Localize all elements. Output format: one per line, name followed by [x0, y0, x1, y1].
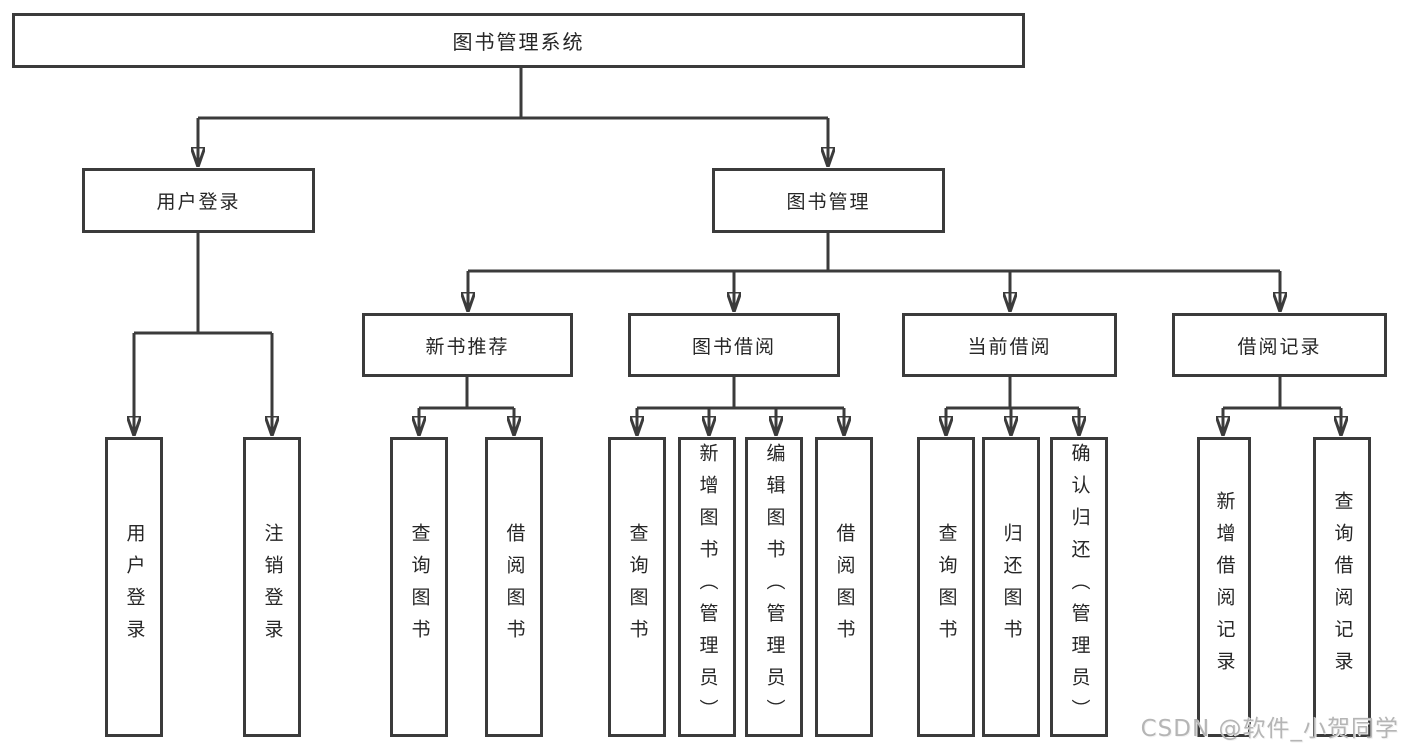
- leaf-label: 借阅图书: [503, 523, 526, 651]
- leaf-label: 查询图书: [935, 523, 958, 651]
- leaf-label: 新增借阅记录: [1213, 491, 1236, 683]
- node-borrow-records: 借阅记录: [1172, 313, 1387, 377]
- node-book-borrow: 图书借阅: [628, 313, 840, 377]
- leaf-query-books-current: 查询图书: [917, 437, 975, 737]
- root-node-library-system: 图书管理系统: [12, 13, 1025, 68]
- leaf-label: 编辑图书（管理员）: [763, 443, 786, 731]
- leaf-confirm-return-admin: 确认归还（管理员）: [1050, 437, 1108, 737]
- node-new-book-recommend: 新书推荐: [362, 313, 573, 377]
- leaf-borrow-books: 借阅图书: [815, 437, 873, 737]
- leaf-label: 新增图书（管理员）: [696, 443, 719, 731]
- leaf-label: 借阅图书: [833, 523, 856, 651]
- leaf-add-books-admin: 新增图书（管理员）: [678, 437, 736, 737]
- leaf-logout: 注销登录: [243, 437, 301, 737]
- leaf-label: 确认归还（管理员）: [1068, 443, 1091, 731]
- leaf-user-login: 用户登录: [105, 437, 163, 737]
- leaf-label: 查询图书: [626, 523, 649, 651]
- csdn-watermark: CSDN @软件_小贺同学: [1140, 716, 1399, 742]
- leaf-label: 注销登录: [261, 523, 284, 651]
- leaf-label: 用户登录: [123, 523, 146, 651]
- leaf-borrow-books-recommend: 借阅图书: [485, 437, 543, 737]
- leaf-add-borrow-record: 新增借阅记录: [1197, 437, 1251, 737]
- leaf-query-borrow-record: 查询借阅记录: [1313, 437, 1371, 737]
- node-user-login: 用户登录: [82, 168, 315, 233]
- leaf-label: 查询借阅记录: [1331, 491, 1354, 683]
- leaf-query-books-recommend: 查询图书: [390, 437, 448, 737]
- node-book-management: 图书管理: [712, 168, 945, 233]
- leaf-query-books-borrow: 查询图书: [608, 437, 666, 737]
- leaf-label: 归还图书: [1000, 523, 1023, 651]
- leaf-label: 查询图书: [408, 523, 431, 651]
- node-current-borrow: 当前借阅: [902, 313, 1117, 377]
- leaf-edit-books-admin: 编辑图书（管理员）: [745, 437, 803, 737]
- leaf-return-books: 归还图书: [982, 437, 1040, 737]
